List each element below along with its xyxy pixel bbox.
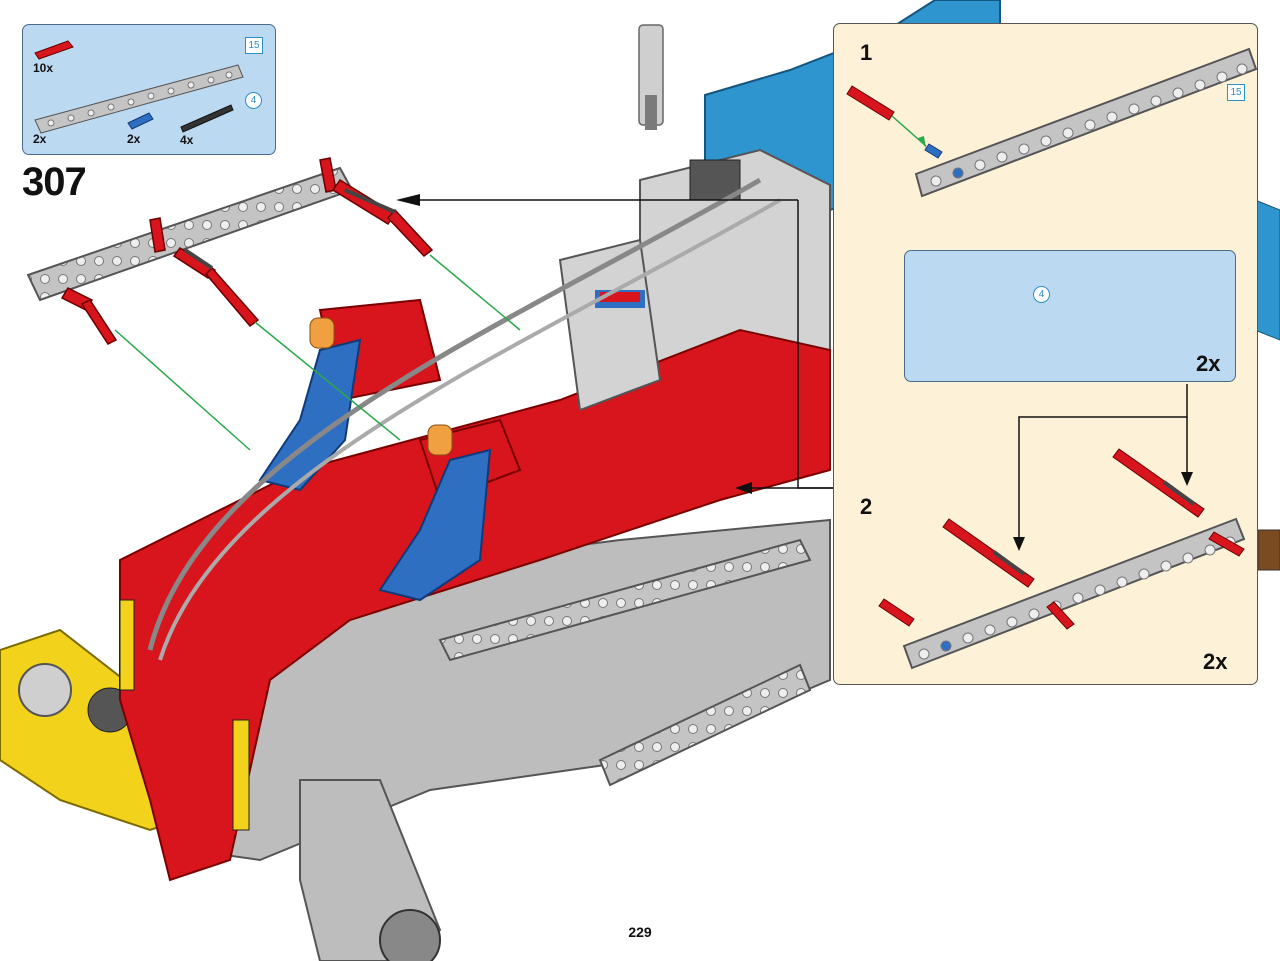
callout-art	[846, 47, 1257, 670]
pin-axle-subassembly: 4 2x	[904, 250, 1236, 382]
step-number: 307	[22, 160, 87, 204]
qty-blue-pin: 2x	[127, 132, 141, 146]
sub-step-1-number: 1	[860, 40, 873, 65]
parts-list-art	[34, 40, 244, 134]
subassembly-multiplier: 2x	[1196, 351, 1221, 376]
page-number: 229	[628, 924, 652, 940]
subassembly-axle-length: 4	[1033, 286, 1050, 303]
sub-step-2-number: 2	[860, 494, 873, 519]
sub-assembly-callout: 1 15 4 2x 2 2x	[833, 23, 1258, 685]
qty-red-pin: 10x	[33, 61, 54, 75]
parts-list-panel: 10x 15 2x 2x 4 4x	[22, 24, 276, 155]
qty-axle: 4x	[180, 133, 194, 147]
qty-beam: 2x	[33, 132, 47, 146]
sub-step-1-beam-length: 15	[1227, 84, 1245, 101]
callout-multiplier: 2x	[1203, 649, 1228, 674]
length-badge-beam: 15	[245, 37, 263, 54]
length-badge-axle: 4	[245, 92, 262, 109]
